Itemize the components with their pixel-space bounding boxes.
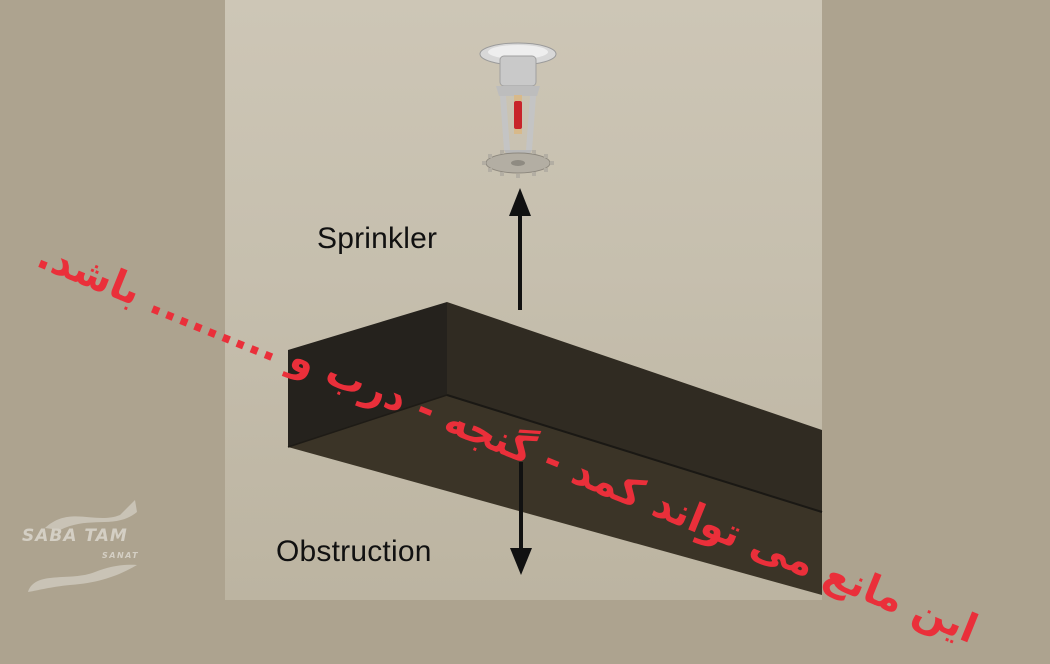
logo-wave-icon: [28, 500, 137, 592]
diagram-canvas: Sprinkler Obstruction این مانع می تواند …: [18, 0, 984, 653]
diagram-graphics: [28, 42, 823, 595]
arrow-up-icon: [509, 188, 531, 310]
logo-name: SABA TAM: [22, 526, 128, 546]
obstruction-beam: [287, 302, 823, 595]
obstruction-label: Obstruction: [276, 535, 432, 568]
company-logo: SABA TAM SANAT: [18, 498, 148, 590]
sprinkler-label: Sprinkler: [317, 222, 438, 255]
logo-subtitle: SANAT: [102, 551, 140, 560]
arrow-down-icon: [510, 462, 532, 575]
sprinkler-head-icon: [479, 42, 557, 178]
